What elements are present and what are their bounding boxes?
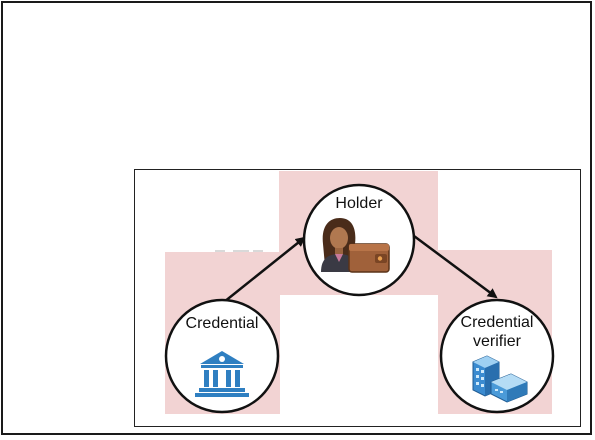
credential-flow-diagram: Holder Credential [164,171,555,414]
verifier-node: Credential verifier [439,298,555,414]
holder-node: Holder [302,183,416,297]
issuer-node: Credential [164,298,280,414]
arrow-issuer-to-holder [223,236,306,303]
person-with-wallet-icon [321,218,390,273]
issuer-label: Credential [186,315,259,332]
outer-frame [1,1,592,435]
diagram-panel: Holder Credential [134,169,581,427]
holder-label: Holder [335,195,383,212]
arrow-holder-to-verifier [413,234,498,299]
office-buildings-icon [472,355,528,403]
verifier-label-line2: verifier [473,333,522,350]
faint-marks [215,250,263,252]
verifier-label-line1: Credential [461,314,534,331]
bank-building-icon [195,351,249,397]
